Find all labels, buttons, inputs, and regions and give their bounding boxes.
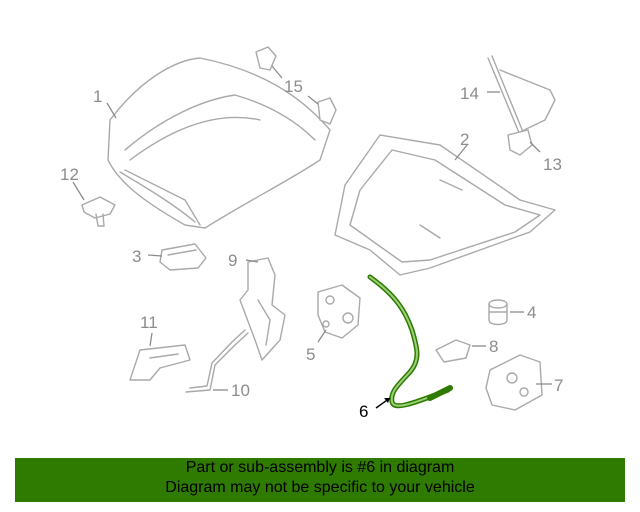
hinge-part-9 [239, 257, 286, 361]
callout-10: 10 [231, 381, 250, 400]
striker-part-11 [129, 344, 191, 381]
callout-3: 3 [132, 247, 141, 266]
latch-part-5 [317, 284, 361, 339]
callout-5: 5 [306, 345, 315, 364]
bumper-part-15 [255, 46, 337, 125]
callout-8: 8 [489, 337, 498, 356]
rod-part-10 [185, 329, 249, 393]
insulator-part-2 [334, 134, 556, 276]
callout-6: 6 [359, 402, 368, 421]
bumper-part-4 [488, 299, 508, 326]
callout-9: 9 [228, 251, 237, 270]
latch-assembly-part-7 [485, 354, 543, 411]
bracket-part-13 [507, 129, 533, 156]
callout-13: 13 [543, 155, 562, 174]
stop-part-12 [81, 196, 116, 227]
release-cable-part-6 [367, 274, 453, 409]
callout-11: 11 [140, 313, 158, 332]
parts-diagram: 1 15 12 2 14 13 3 [60, 46, 563, 421]
callout-2: 2 [460, 130, 469, 149]
callout-12: 12 [60, 165, 79, 184]
support-rod-part-14 [487, 55, 556, 136]
info-banner: Part or sub-assembly is #6 in diagram Di… [15, 458, 625, 502]
clip-part-8 [435, 339, 471, 363]
hood-part-1 [107, 57, 331, 229]
callout-1: 1 [93, 87, 102, 106]
banner-line-1: Part or sub-assembly is #6 in diagram [185, 459, 455, 476]
banner-line-2: Diagram may not be specific to your vehi… [165, 479, 475, 496]
callout-14: 14 [460, 84, 479, 103]
callout-15: 15 [284, 77, 303, 96]
handle-part-3 [159, 243, 207, 271]
callout-4: 4 [527, 303, 536, 322]
callout-7: 7 [554, 376, 563, 395]
